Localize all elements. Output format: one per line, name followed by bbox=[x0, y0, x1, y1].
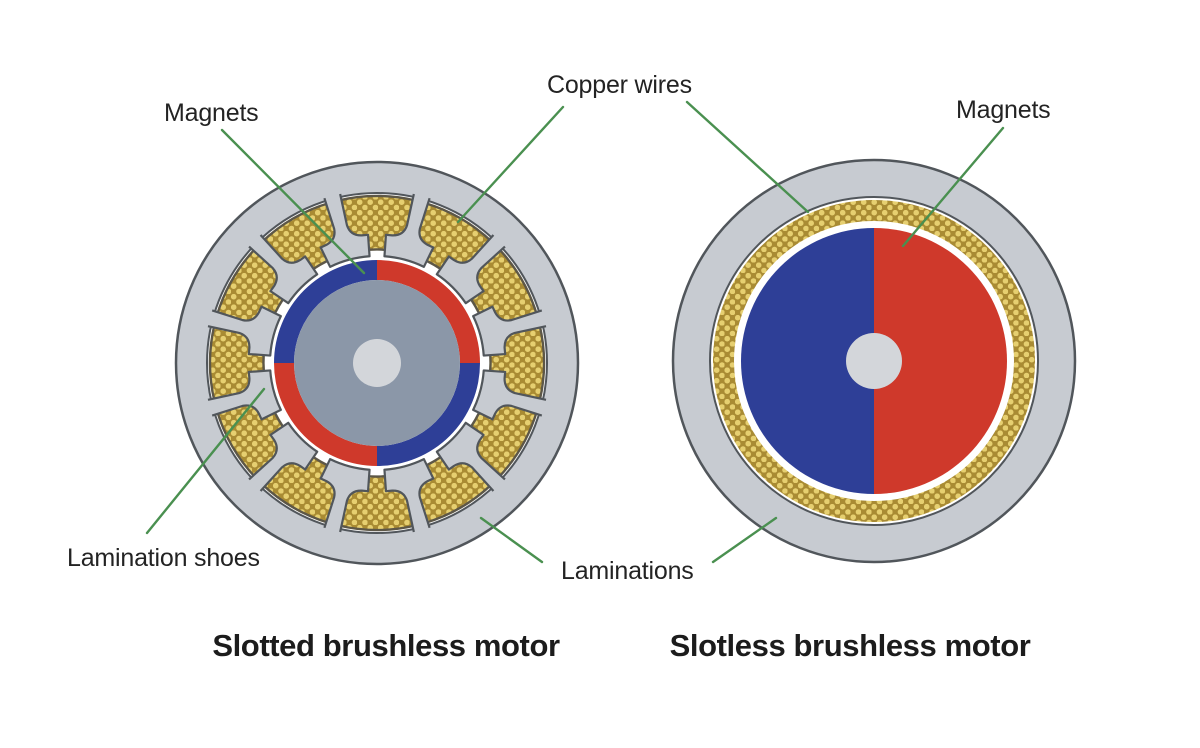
stator-tooth-shoe bbox=[248, 234, 319, 305]
stator-tooth-shoe bbox=[472, 369, 547, 421]
shaft bbox=[353, 339, 401, 387]
stator-tooth-shoe bbox=[383, 458, 435, 533]
stator-tooth-shoe bbox=[435, 421, 506, 492]
magnet-segment bbox=[377, 363, 480, 466]
stator-tooth-shoe bbox=[207, 305, 282, 357]
label-lamination-shoes: Lamination shoes bbox=[67, 544, 260, 572]
leader-lamination-shoes bbox=[145, 387, 266, 535]
magnet-segment bbox=[377, 260, 480, 363]
stator-tooth-shoe bbox=[319, 458, 371, 533]
leader-copper-wires-left bbox=[456, 105, 565, 224]
label-copper-wires: Copper wires bbox=[547, 71, 692, 99]
magnet-segment bbox=[274, 260, 377, 363]
magnet-pole-blue bbox=[741, 228, 874, 494]
stator-tooth-shoe bbox=[472, 305, 547, 357]
leader-magnets-left bbox=[220, 128, 366, 275]
stator-tooth-shoe bbox=[383, 193, 435, 268]
label-magnets-right: Magnets bbox=[956, 96, 1051, 124]
leader-laminations-right bbox=[711, 516, 778, 564]
slotted-motor bbox=[174, 160, 580, 566]
title-slotted-motor: Slotted brushless motor bbox=[212, 628, 560, 663]
stator-teeth-with-shoes bbox=[207, 193, 547, 533]
magnet-segment bbox=[274, 363, 377, 466]
slotless-motor bbox=[671, 158, 1077, 564]
label-laminations: Laminations bbox=[561, 557, 694, 585]
label-magnets-left: Magnets bbox=[164, 99, 259, 127]
title-slotless-motor: Slotless brushless motor bbox=[669, 628, 1031, 663]
magnet-pole-red bbox=[874, 228, 1007, 494]
leader-magnets-right bbox=[901, 126, 1005, 248]
copper-winding-ring bbox=[713, 200, 1035, 522]
leader-lines bbox=[145, 100, 1005, 564]
stator-tooth-shoe bbox=[435, 234, 506, 305]
leader-copper-wires-right bbox=[685, 100, 810, 214]
stator-tooth-shoe bbox=[248, 421, 319, 492]
shaft bbox=[846, 333, 902, 389]
rotor-magnet-ring bbox=[274, 260, 480, 466]
leader-laminations-left bbox=[479, 516, 544, 564]
